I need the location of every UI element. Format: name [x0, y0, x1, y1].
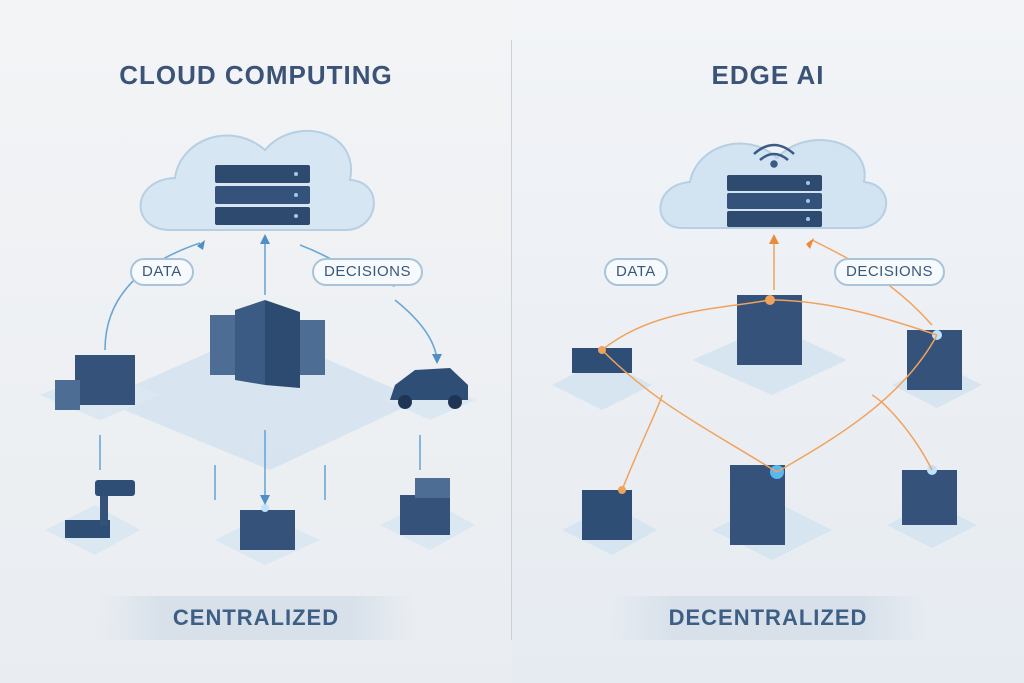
cloud-computing-panel: CLOUD COMPUTING	[0, 0, 512, 683]
edge-ai-panel: EDGE AI	[512, 0, 1024, 683]
edge-node-center	[692, 295, 847, 395]
central-platform	[100, 330, 420, 470]
central-building-icon	[210, 300, 325, 388]
office-building-icon	[40, 355, 160, 420]
decentralized-banner: DECENTRALIZED	[608, 596, 928, 640]
edge-arrow-heads	[769, 234, 814, 249]
edge-server-icon	[727, 175, 822, 227]
data-label: DATA	[130, 258, 194, 286]
arrow-heads	[197, 234, 442, 505]
cloud-computing-illustration	[40, 129, 475, 565]
edge-data-label: DATA	[604, 258, 668, 286]
cloud-computing-title: CLOUD COMPUTING	[119, 60, 393, 90]
edge-ai-illustration	[552, 139, 982, 560]
edge-decisions-label: DECISIONS	[834, 258, 946, 286]
edge-ai-title: EDGE AI	[711, 60, 825, 90]
central-server-icon	[215, 165, 310, 225]
factory-icon	[380, 478, 475, 550]
centralized-banner: CENTRALIZED	[96, 596, 416, 640]
data-center-icon	[215, 504, 320, 565]
edge-node-bottom-center	[712, 465, 832, 560]
security-camera-icon	[45, 480, 140, 555]
edge-node-bottom-left	[562, 486, 657, 555]
decisions-label: DECISIONS	[312, 258, 424, 286]
edge-node-bottom-right	[887, 465, 977, 548]
car-icon	[385, 368, 475, 420]
edge-node-right	[892, 330, 982, 408]
wifi-icon	[753, 143, 795, 168]
edge-node-left	[552, 346, 652, 410]
